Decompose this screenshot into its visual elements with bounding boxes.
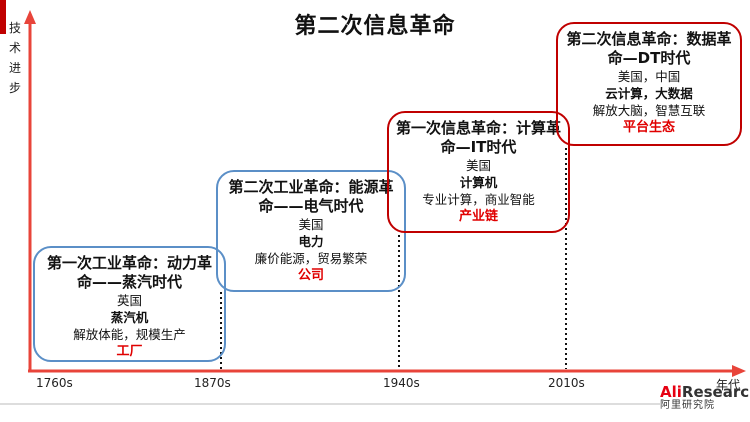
x-axis-label: 年代 <box>716 378 741 392</box>
aliresearch-logo: AliResearch 阿里研究院 <box>660 383 750 420</box>
logo-cn: 阿里研究院 <box>660 400 715 411</box>
era-tech: 电力 <box>298 234 324 249</box>
era-tech: 蒸汽机 <box>110 310 149 325</box>
era-country: 英国 <box>116 293 142 308</box>
tick-label: 1940s <box>383 376 420 390</box>
era-heading: 第二次工业革命：能源革命——电气时代 <box>228 178 394 215</box>
x-axis-arrow <box>732 365 746 377</box>
era-country: 美国 <box>298 217 324 232</box>
era-box-steam: 第一次工业革命：动力革命——蒸汽时代 英国 蒸汽机 解放体能，规模生产 工厂 <box>33 246 226 362</box>
era-tech: 云计算，大数据 <box>605 86 693 101</box>
era-heading: 第一次工业革命：动力革命——蒸汽时代 <box>46 254 212 291</box>
logo-ali: Ali <box>660 383 682 401</box>
era-box-it: 第一次信息革命：计算革命—IT时代 美国 计算机 专业计算，商业智能 产业链 <box>387 111 570 233</box>
y-axis-char: 术 <box>8 41 21 55</box>
era-heading: 第一次信息革命：计算革命—IT时代 <box>395 119 561 156</box>
y-axis-char: 步 <box>8 81 21 95</box>
era-organization: 产业链 <box>458 209 498 224</box>
era-box-electric: 第二次工业革命：能源革命——电气时代 美国 电力 廉价能源，贸易繁荣 公司 <box>216 170 406 292</box>
tick-label: 2010s <box>548 376 585 390</box>
page-title: 第二次信息革命 <box>294 14 456 39</box>
era-tech: 计算机 <box>459 175 498 190</box>
logo-research: Research <box>681 383 750 401</box>
y-axis-label: 技 术 进 步 <box>8 18 22 98</box>
era-effect: 解放大脑，智慧互联 <box>592 103 706 118</box>
era-country: 美国，中国 <box>617 69 681 84</box>
era-effect: 廉价能源，贸易繁荣 <box>254 251 368 266</box>
era-organization: 工厂 <box>116 344 143 359</box>
accent-bar <box>0 0 6 34</box>
y-axis-char: 进 <box>8 61 21 75</box>
y-axis-char: 技 <box>8 21 21 35</box>
era-effect: 专业计算，商业智能 <box>422 192 535 207</box>
era-country: 美国 <box>465 158 491 173</box>
era-box-dt: 第二次信息革命：数据革命—DT时代 美国，中国 云计算，大数据 解放大脑，智慧互… <box>556 22 742 146</box>
tick-label: 1870s <box>194 376 231 390</box>
era-effect: 解放体能，规模生产 <box>73 327 186 342</box>
era-heading: 第二次信息革命：数据革命—DT时代 <box>566 30 732 67</box>
era-organization: 公司 <box>297 268 324 283</box>
y-axis-arrow <box>24 10 36 24</box>
tick-label: 1760s <box>36 376 73 390</box>
era-organization: 平台生态 <box>622 120 675 135</box>
